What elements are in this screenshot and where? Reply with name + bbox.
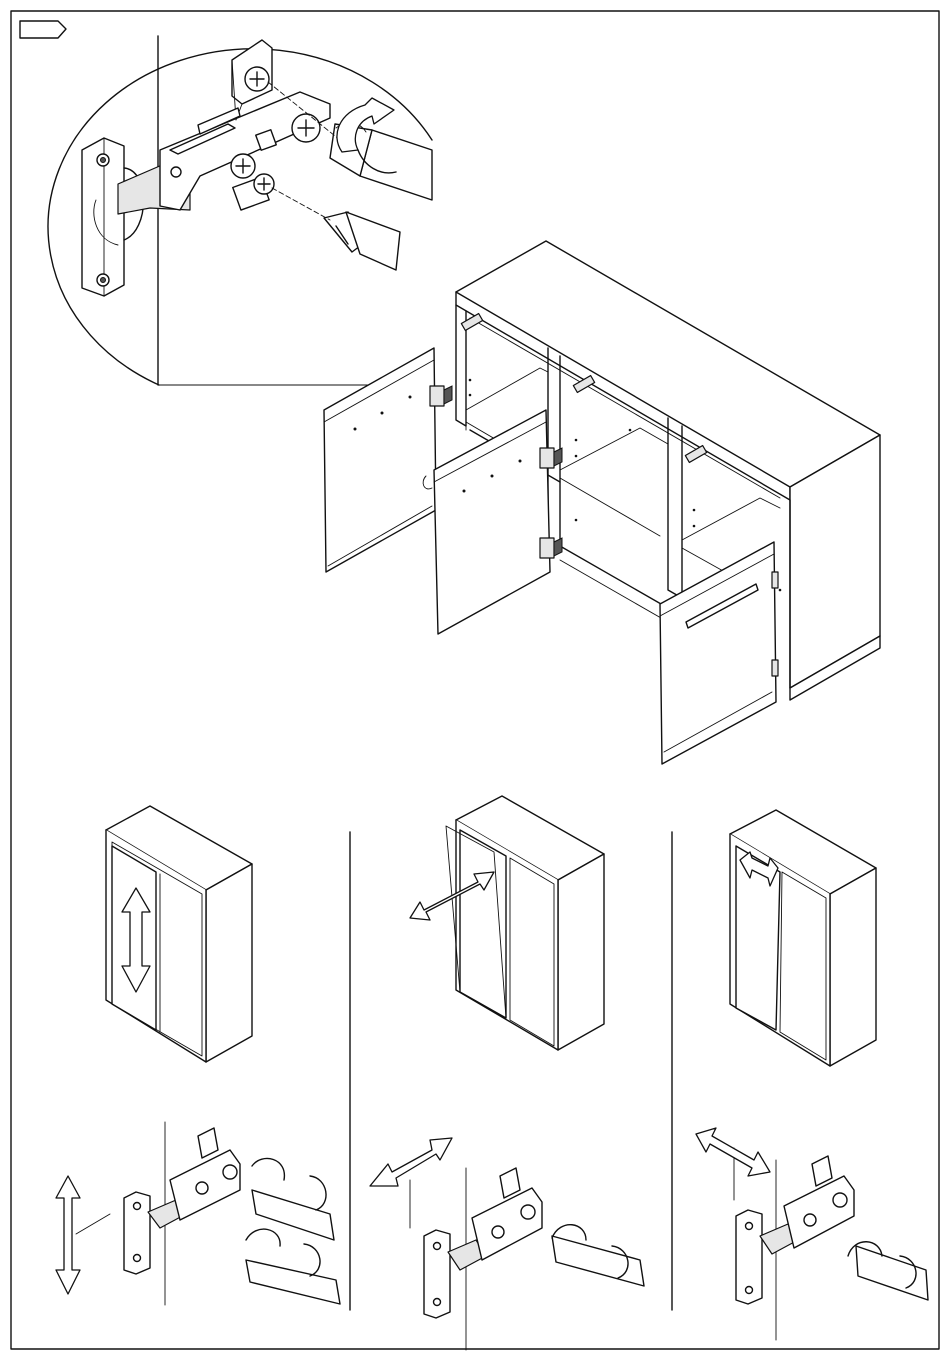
hinge-detail-circle [48, 36, 432, 385]
adjustment-screw-bottom [254, 174, 274, 194]
door-right [660, 542, 778, 764]
adjust-side-cabinet [730, 810, 876, 1066]
door-middle [434, 410, 562, 634]
double-arrow-diagonal-small-icon [370, 1138, 452, 1186]
step-tag [20, 21, 66, 38]
hinge-adjust-depth [370, 1138, 644, 1350]
rotate-arrow-icon-1 [252, 1158, 284, 1180]
divider-right [668, 418, 682, 598]
screwdriver-lower-icon [272, 188, 400, 270]
adjustment-screw-top [245, 67, 269, 91]
adjust-depth-cabinet [410, 796, 604, 1050]
hinge-adjust-side [696, 1128, 928, 1340]
double-arrow-side-small-icon [696, 1128, 770, 1176]
door-left [324, 348, 452, 572]
adjustment-screw-side [231, 154, 255, 178]
adjust-vertical-cabinet [106, 806, 252, 1062]
divider-left [548, 348, 560, 546]
hinge-adjust-vertical [56, 1122, 340, 1305]
adjustment-screw-depth [292, 114, 320, 142]
double-arrow-vertical-small-icon [56, 1176, 80, 1294]
hinge-mounting-plate [82, 138, 144, 296]
